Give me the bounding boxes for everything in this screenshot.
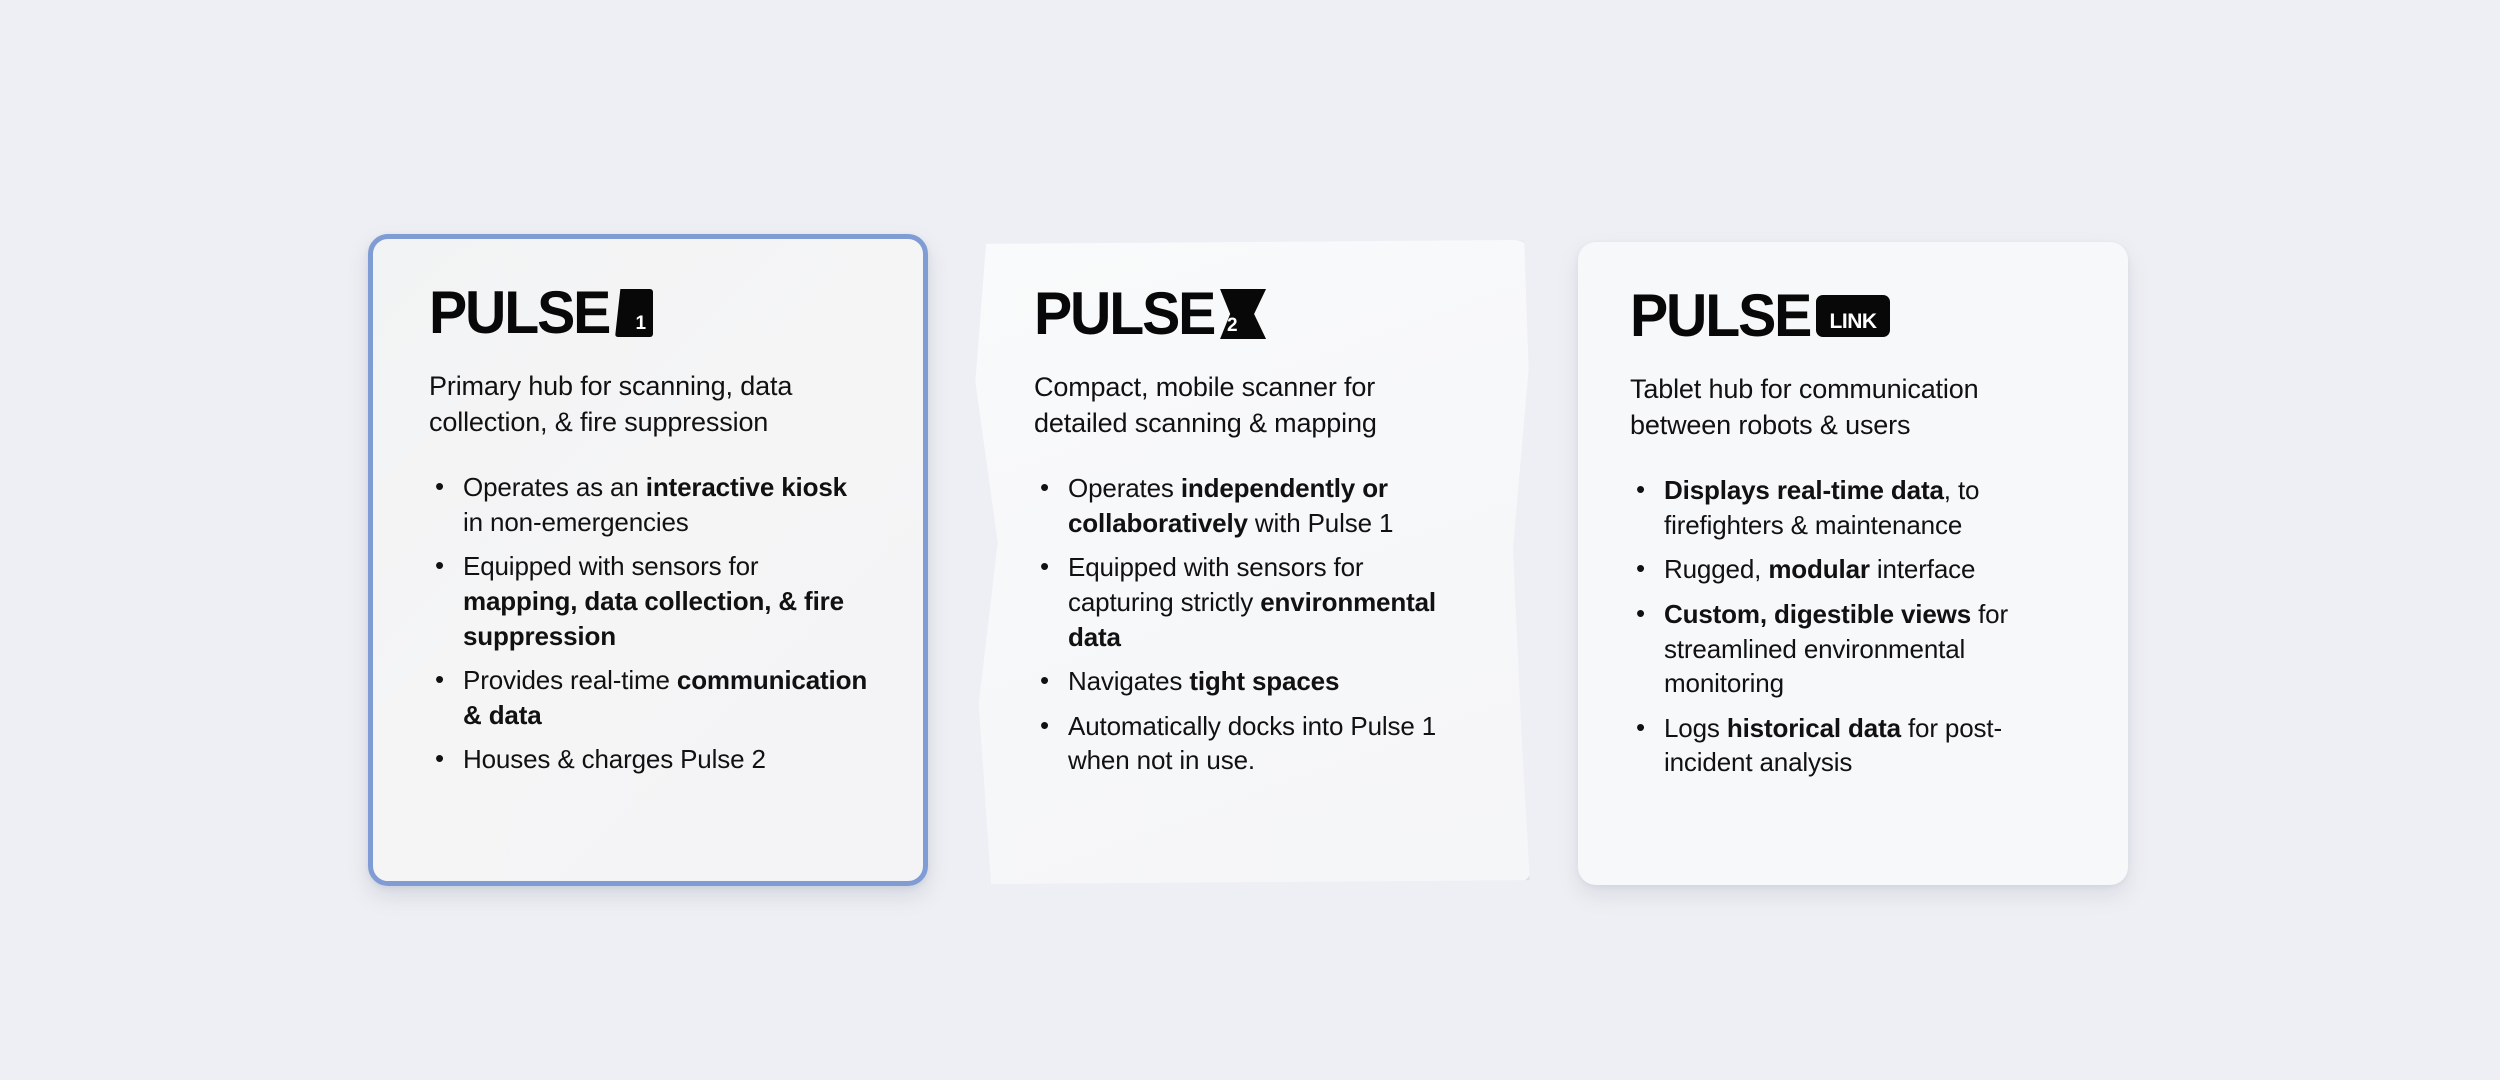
list-item: Custom, digestible views for streamlined… bbox=[1630, 596, 2068, 701]
logo-badge-trapezoid-icon: 1 bbox=[615, 289, 654, 337]
pulse-link-logo: PULSE LINK bbox=[1630, 282, 2092, 350]
product-card-pulse-1[interactable]: PULSE 1 Primary hub for scanning, data c… bbox=[368, 234, 928, 886]
product-card-pulse-link[interactable]: PULSE LINK Tablet hub for communication … bbox=[1578, 242, 2128, 885]
logo-badge-hourglass-icon: 2 bbox=[1220, 289, 1267, 339]
pulse-2-logo: PULSE 2 bbox=[1034, 280, 1496, 348]
card-lede: Compact, mobile scanner for detailed sca… bbox=[1034, 372, 1377, 438]
list-item: Logs historical data for post-incident a… bbox=[1630, 710, 2068, 780]
list-item: Displays real-time data, to firefighters… bbox=[1630, 472, 2068, 542]
logo-badge-label: 2 bbox=[1227, 315, 1238, 336]
card-content: PULSE 1 Primary hub for scanning, data c… bbox=[373, 239, 923, 881]
card-lede: Tablet hub for communication between rob… bbox=[1630, 374, 1979, 440]
logo-badge-label: 1 bbox=[635, 313, 647, 334]
logo-wordmark: PULSE bbox=[1630, 282, 1812, 350]
logo-badge-rect-icon: LINK bbox=[1816, 295, 1891, 337]
product-card-pulse-2[interactable]: PULSE 2 Compact, mobile scanner for deta… bbox=[975, 240, 1530, 884]
list-item: Navigates tight spaces bbox=[1034, 663, 1468, 699]
list-item: Operates as an interactive kiosk in non-… bbox=[429, 469, 873, 539]
list-item: Automatically docks into Pulse 1 when no… bbox=[1034, 708, 1468, 778]
feature-list: Operates as an interactive kiosk in non-… bbox=[429, 469, 879, 777]
card-content: PULSE LINK Tablet hub for communication … bbox=[1578, 242, 2128, 885]
feature-list: Operates independently or collaborativel… bbox=[1034, 470, 1496, 778]
list-item: Operates independently or collaborativel… bbox=[1034, 470, 1468, 540]
logo-wordmark: PULSE bbox=[429, 279, 611, 347]
list-item: Houses & charges Pulse 2 bbox=[429, 741, 873, 777]
feature-list: Displays real-time data, to firefighters… bbox=[1630, 472, 2092, 780]
list-item: Provides real-time communication & data bbox=[429, 662, 873, 732]
list-item: Equipped with sensors for capturing stri… bbox=[1034, 549, 1468, 654]
logo-wordmark: PULSE bbox=[1034, 280, 1216, 348]
list-item: Rugged, modular interface bbox=[1630, 551, 2068, 587]
pulse-1-logo: PULSE 1 bbox=[429, 279, 879, 347]
list-item: Equipped with sensors for mapping, data … bbox=[429, 548, 873, 653]
card-lede: Primary hub for scanning, data collectio… bbox=[429, 371, 793, 437]
card-content: PULSE 2 Compact, mobile scanner for deta… bbox=[975, 240, 1529, 884]
logo-badge-label: LINK bbox=[1829, 310, 1878, 333]
